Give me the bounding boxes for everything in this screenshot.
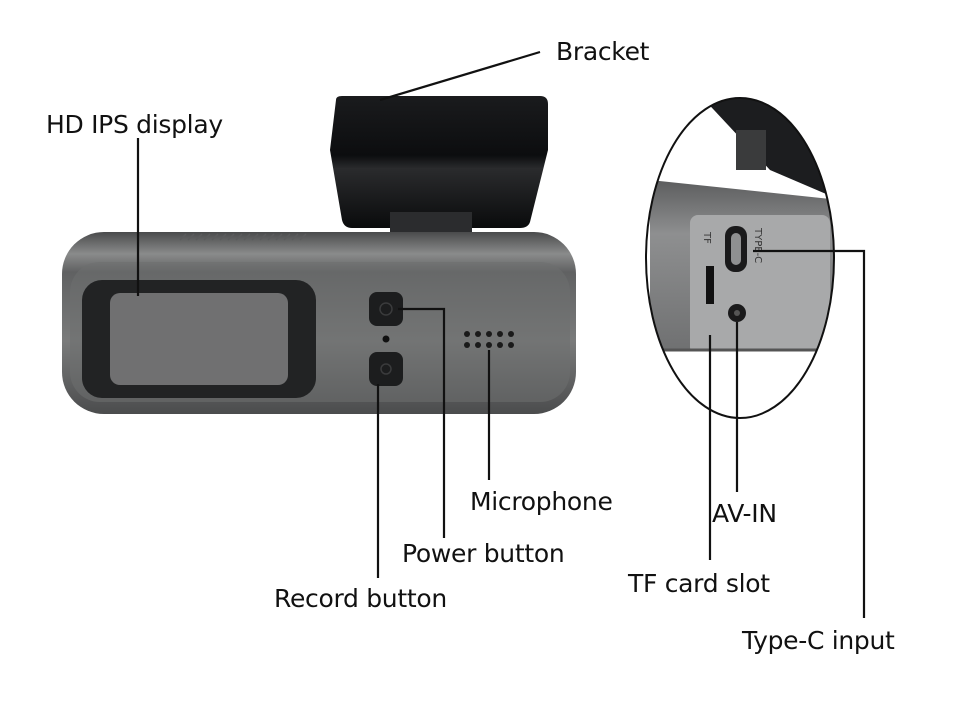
- label-av-in: AV-IN: [712, 499, 777, 528]
- leader-power: [398, 307, 446, 538]
- record-button[interactable]: [369, 352, 403, 386]
- label-record-button: Record button: [274, 584, 447, 613]
- label-microphone: Microphone: [470, 487, 613, 516]
- label-tf-card-slot: TF card slot: [628, 569, 770, 598]
- leader-lines: [136, 50, 866, 618]
- hd-ips-display: [110, 293, 288, 385]
- label-type-c-input: Type-C input: [742, 626, 895, 655]
- leader-type-c: [753, 249, 866, 618]
- tf-marking: TF: [701, 231, 712, 244]
- power-button[interactable]: [369, 292, 403, 326]
- microphone-holes: [464, 331, 514, 348]
- status-led: [382, 335, 390, 343]
- side-port-inset: TYPE-C TF: [645, 97, 835, 419]
- vent-grille: [179, 233, 307, 241]
- power-icon: [379, 302, 393, 316]
- type-c-marking: TYPE-C: [752, 227, 763, 263]
- record-icon: [380, 363, 392, 375]
- label-bracket: Bracket: [556, 37, 650, 66]
- camera-body: [62, 232, 576, 414]
- leader-bracket: [379, 50, 541, 102]
- label-power-button: Power button: [402, 539, 565, 568]
- bracket: [330, 96, 548, 242]
- tf-card-slot: [706, 266, 714, 304]
- label-hd-ips-display: HD IPS display: [46, 110, 223, 139]
